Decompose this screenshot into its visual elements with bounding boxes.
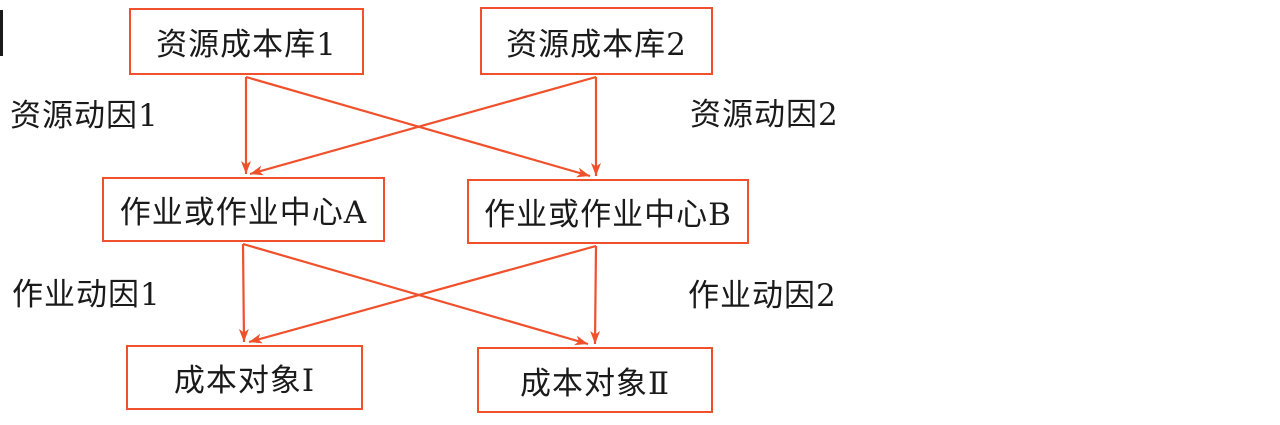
node-cost-object-2: 成本对象Ⅱ bbox=[477, 347, 713, 413]
node-resource-pool-2: 资源成本库2 bbox=[480, 7, 713, 75]
node-cost-object-1: 成本对象Ⅰ bbox=[126, 345, 363, 410]
node-activity-center-a-label: 作业或作业中心A bbox=[119, 195, 368, 231]
node-activity-center-a: 作业或作业中心A bbox=[102, 177, 385, 242]
node-activity-center-b: 作业或作业中心B bbox=[467, 179, 749, 244]
node-cost-object-1-label: 成本对象Ⅰ bbox=[173, 363, 316, 399]
edge-label-resource-driver-2: 资源动因2 bbox=[690, 97, 839, 133]
node-resource-pool-1: 资源成本库1 bbox=[129, 8, 364, 75]
node-activity-center-b-label: 作业或作业中心B bbox=[484, 197, 732, 233]
edge-label-resource-driver-1: 资源动因1 bbox=[10, 98, 159, 134]
node-resource-pool-2-label: 资源成本库2 bbox=[506, 26, 687, 63]
edge-label-activity-driver-1: 作业动因1 bbox=[12, 277, 161, 313]
node-resource-pool-1-label: 资源成本库1 bbox=[156, 27, 337, 63]
left-edge-crop-mark bbox=[0, 10, 3, 56]
edge-label-activity-driver-2: 作业动因2 bbox=[688, 278, 837, 314]
node-cost-object-2-label: 成本对象Ⅱ bbox=[519, 365, 671, 402]
